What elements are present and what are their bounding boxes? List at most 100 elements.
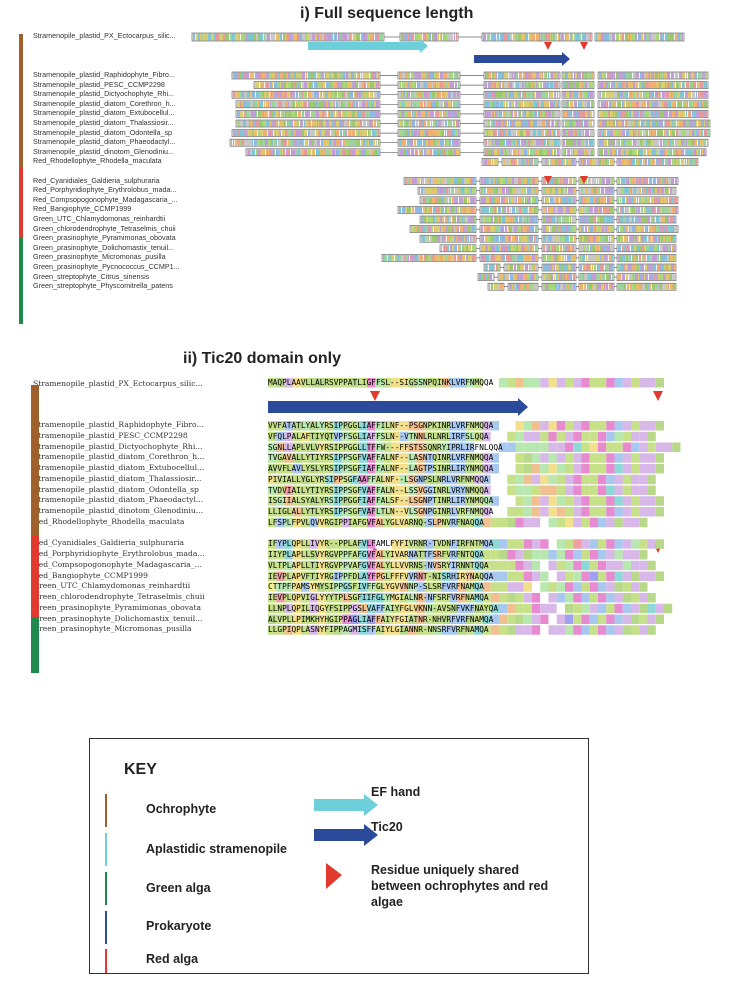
p1-row-block bbox=[483, 148, 561, 157]
p1-sequence-label: Red_Porphyridiophyte_Erythrolobus_mada..… bbox=[33, 185, 177, 195]
p2-alignment-row bbox=[268, 603, 673, 614]
p2-alignment-row bbox=[268, 517, 648, 528]
p2-sequence-label: Stramenopile_plastid_diatom_Corethron_h.… bbox=[33, 452, 205, 462]
group-bar-green-2 bbox=[31, 617, 39, 673]
p1-sequence-label: Green_streptophyte_Physcomitrella_patens bbox=[33, 281, 173, 291]
p2-alignment-row-text: CTTPFPAMSYMYSIPPGSFIVFFGLYGVVNNP-SLSRFVR… bbox=[268, 582, 484, 592]
p1-row-block bbox=[578, 186, 615, 195]
p2-alignment-row bbox=[268, 464, 664, 474]
p1-row-block bbox=[561, 138, 595, 147]
p2-alignment-row-text: PIVIALLYGLYRSIPPSGFAAFFALNF--LSGNPSLNRLV… bbox=[268, 474, 489, 484]
p1-row-block bbox=[541, 263, 577, 272]
p1-row-block bbox=[616, 282, 677, 291]
p1-ef-hand-arrow bbox=[308, 39, 428, 53]
panel2-alignment-graphic bbox=[31, 378, 681, 673]
p1-row-block bbox=[497, 273, 539, 281]
p1-row-block bbox=[479, 254, 539, 262]
p2-alignment-row-text: VFQLPALAFTIYQTVPFSGLIAFFSLN--VTNNLRLNRLI… bbox=[268, 431, 489, 441]
p1-row-block bbox=[397, 119, 461, 128]
p2-alignment-row bbox=[268, 625, 656, 635]
blue-arrow-icon bbox=[314, 824, 378, 846]
group-bar-red-1 bbox=[19, 168, 23, 238]
aplastidic-swatch bbox=[105, 833, 107, 866]
group-bar-ochrophyte-1 bbox=[19, 34, 23, 168]
p2-sequence-label: Red_Rhodellophyte_Rhodella_maculata bbox=[33, 516, 185, 526]
panel1-top-sequence-label: Stramenopile_plastid_PX_Ectocarpus_silic… bbox=[33, 31, 176, 40]
p1-row-block bbox=[397, 81, 461, 89]
p2-alignment-row bbox=[268, 474, 656, 485]
p1-shared-residue-marker bbox=[544, 42, 552, 50]
p2-alignment-row-text: VVFATATLYALYRSIPPGGLIAFFILNF--PSGNPKINRL… bbox=[268, 421, 494, 430]
p2-sequence-label: Stramenopile_plastid_diatom_Odontella_sp bbox=[33, 484, 199, 494]
p1-row-block bbox=[439, 244, 477, 253]
p1-sequence-label: Green_prasinophyte_Dolichomastix_tenuil.… bbox=[33, 242, 175, 252]
p2-sequence-label: Green_UTC_Chlamydomonas_reinhardtii bbox=[33, 581, 191, 591]
p2-tic20-arrow bbox=[268, 398, 528, 416]
p1-row-block bbox=[561, 148, 595, 157]
p2-sequence-label: Stramenopile_plastid_dinotom_Glenodiniu.… bbox=[33, 506, 203, 515]
p2-alignment-row-text: ISGIIALSYALYRSIPPGGFIAFFALSF--LSGNPTINRL… bbox=[268, 496, 494, 506]
p1-row-block bbox=[541, 273, 577, 281]
p1-shared-residue-marker bbox=[580, 176, 588, 184]
p1-row-block bbox=[578, 158, 615, 166]
panel2-title: ii) Tic20 domain only bbox=[183, 350, 341, 367]
p1-row-block bbox=[561, 90, 595, 99]
p1-sequence-label: Stramenopile_plastid_Raphidophyte_Fibro.… bbox=[33, 70, 175, 79]
group-bar-ochrophyte-2 bbox=[31, 385, 39, 535]
p1-row-block bbox=[235, 100, 381, 109]
p1-row-block bbox=[483, 71, 561, 80]
p1-sequence-label: Red_Cyanidiales_Galdieria_sulphuraria bbox=[33, 175, 160, 185]
key-green-alga-label: Green alga bbox=[146, 881, 211, 895]
p2-alignment-row bbox=[268, 539, 664, 549]
key-tic20-label: Tic20 bbox=[371, 820, 403, 834]
p1-row-block bbox=[616, 177, 679, 185]
group-bar-red-2 bbox=[31, 535, 39, 617]
p1-row-block bbox=[597, 71, 709, 80]
p1-row-block bbox=[483, 100, 561, 109]
p1-sequence-label: Green_chlorodendrophyte_Tetraselmis_chui… bbox=[33, 223, 176, 233]
cyan-arrow-icon bbox=[314, 794, 378, 816]
p1-row-block bbox=[597, 148, 707, 157]
p2-sequence-label: Stramenopile_plastid_diatom_Extubocellul… bbox=[33, 463, 205, 472]
red-triangle-icon bbox=[326, 863, 342, 889]
p1-row-block bbox=[561, 129, 595, 137]
p1-row-block bbox=[235, 110, 381, 118]
p2-sequence-label: Red_Cyanidiales_Galdieria_sulphuraria bbox=[33, 538, 185, 548]
p1-row-block bbox=[597, 129, 711, 137]
p1-row-block bbox=[597, 119, 711, 128]
p2-sequence-label: Red_Porphyridiophyte_Erythrolobus_mada..… bbox=[33, 549, 205, 558]
p1-top-block-2 bbox=[399, 32, 459, 42]
p1-row-block bbox=[483, 110, 561, 118]
p1-row-block bbox=[479, 196, 539, 205]
p1-row-block bbox=[483, 119, 561, 128]
panel1-title: i) Full sequence length bbox=[300, 5, 474, 22]
key-shared-residue-label: Residue uniquely shared between ochrophy… bbox=[371, 863, 549, 909]
p1-sequence-label: Stramenopile_plastid_dinotom_Glenodiniu.… bbox=[33, 146, 175, 156]
p1-row-block bbox=[597, 81, 709, 89]
p2-sequence-label: Red_Bangiophyte_CCMP1999 bbox=[33, 570, 148, 580]
p1-row-block bbox=[541, 158, 577, 166]
p2-alignment-row bbox=[268, 560, 656, 571]
p1-row-block bbox=[381, 254, 477, 262]
p1-sequence-label: Stramenopile_plastid_diatom_Odontella_sp bbox=[33, 127, 173, 137]
p2-sequence-label: Green_prasinophyte_Dolichomastix_tenuil.… bbox=[33, 613, 203, 623]
p2-sequence-label: Green_chlorodendrophyte_Tetraselmis_chui… bbox=[33, 592, 205, 601]
p1-sequence-label: Green_prasinophyte_Pycnococcus_CCMP1... bbox=[33, 262, 180, 271]
p1-row-block bbox=[578, 225, 615, 233]
p1-sequence-label: Stramenopile_plastid_diatom_Thalassiosir… bbox=[33, 118, 174, 127]
p1-row-block bbox=[541, 215, 577, 224]
p1-top-block-4 bbox=[539, 32, 561, 42]
red-alga-swatch bbox=[105, 949, 107, 973]
p1-row-block bbox=[616, 273, 677, 281]
p1-sequence-label: Stramenopile_plastid_Dictyochophyte_Rhi.… bbox=[33, 89, 175, 99]
p2-alignment-row bbox=[268, 593, 656, 603]
p1-row-block bbox=[597, 90, 709, 99]
p2-alignment-row bbox=[268, 442, 681, 452]
p1-sequence-label: Red_Compsopogonophyte_Madagascaria_... bbox=[33, 194, 178, 204]
key-ef-hand-label: EF hand bbox=[371, 785, 421, 799]
key-box: KEY Ochrophyte Aplastidic stramenopile G… bbox=[89, 738, 589, 974]
p1-sequence-label: Stramenopile_plastid_diatom_Corethron_h.… bbox=[33, 98, 176, 108]
p2-alignment-row-text: IIYPLAPLLSVYRGVPPFAFGVFALYIVARNATTFSRFVR… bbox=[268, 550, 484, 559]
ochrophyte-swatch bbox=[105, 794, 107, 827]
